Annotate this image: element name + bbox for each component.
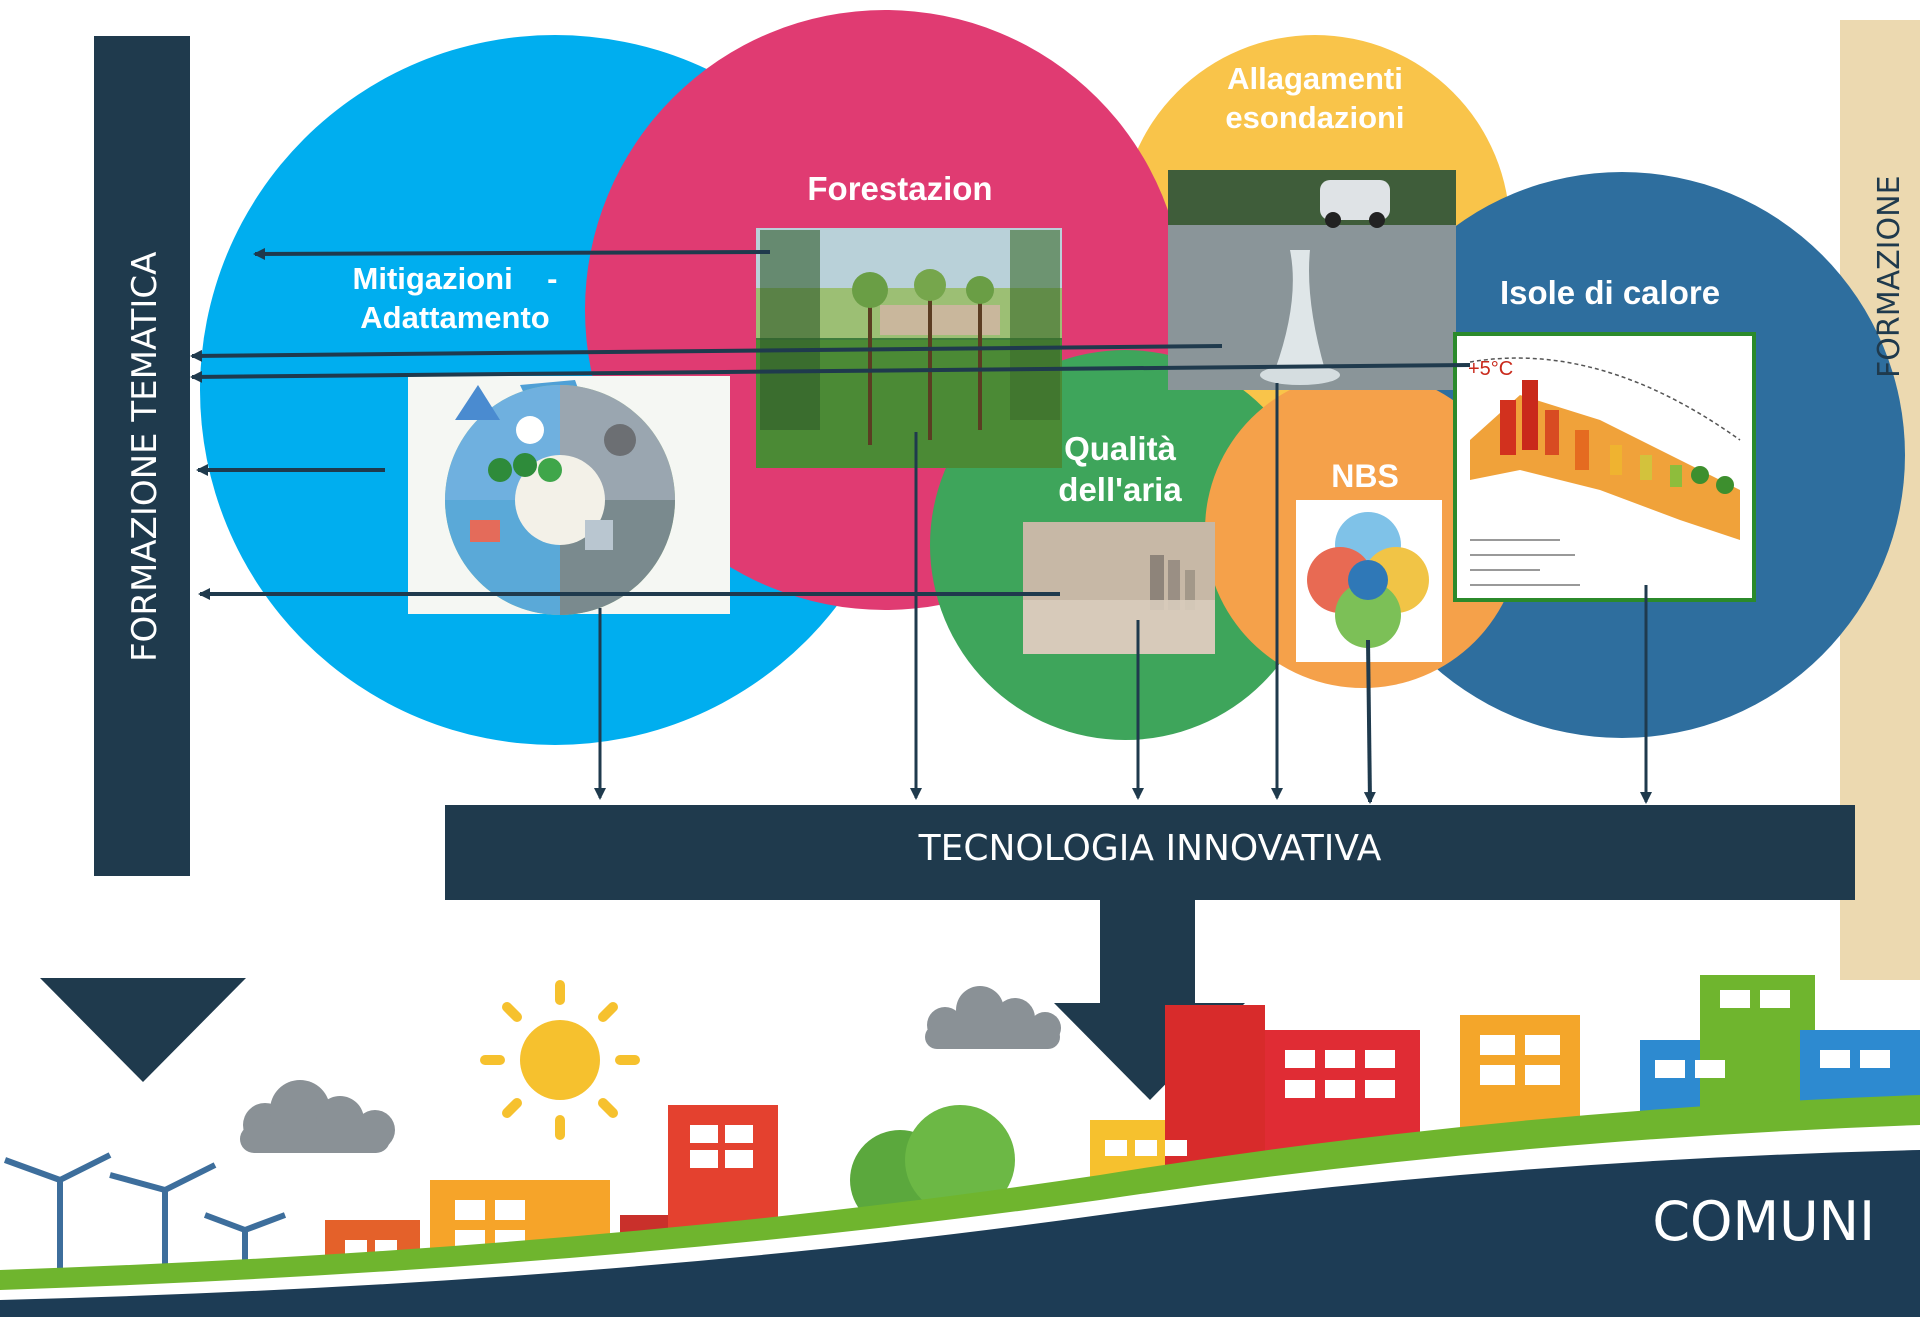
isole-calore-label: Isole di calore <box>1499 274 1721 311</box>
climate-infographic-image <box>408 376 730 615</box>
nbs-diagram-image <box>1296 500 1442 662</box>
flood-photo <box>1168 170 1456 390</box>
left-formazione-bar <box>94 36 190 876</box>
tecnologia-bar <box>445 805 1855 900</box>
forest-photo <box>756 228 1062 468</box>
left-down-arrowhead <box>40 978 246 1082</box>
arrow-heat-left <box>190 363 1471 383</box>
left-bar-label: FORMAZIONE TEMATICA <box>125 251 165 662</box>
arrow-forest-left <box>253 247 771 260</box>
qualita-aria-label: Qualità dell'aria <box>1058 430 1182 509</box>
wind-turbine-icon <box>3 1152 287 1317</box>
smog-photo <box>1023 522 1215 654</box>
heat-chart-label: +5°C <box>1468 358 1514 380</box>
city-illustration <box>0 975 1920 1317</box>
heat-island-chart <box>1453 332 1756 602</box>
arrow-nbs-down <box>1363 639 1376 804</box>
forestazione-label: Forestazion <box>807 170 993 207</box>
nbs-label: NBS <box>1331 458 1399 494</box>
right-bar-label: FORMAZIONE <box>1872 175 1907 378</box>
arrow-flood-left <box>190 344 1223 362</box>
allagamenti-label: Allagamenti esondazioni <box>1225 61 1405 135</box>
mitigazioni-label: Mitigazioni - Adattamento <box>352 261 558 335</box>
tecnologia-label: TECNOLOGIA INNOVATIVA <box>918 828 1382 869</box>
sun-icon <box>480 980 640 1140</box>
comuni-label: COMUNI <box>1652 1190 1875 1253</box>
